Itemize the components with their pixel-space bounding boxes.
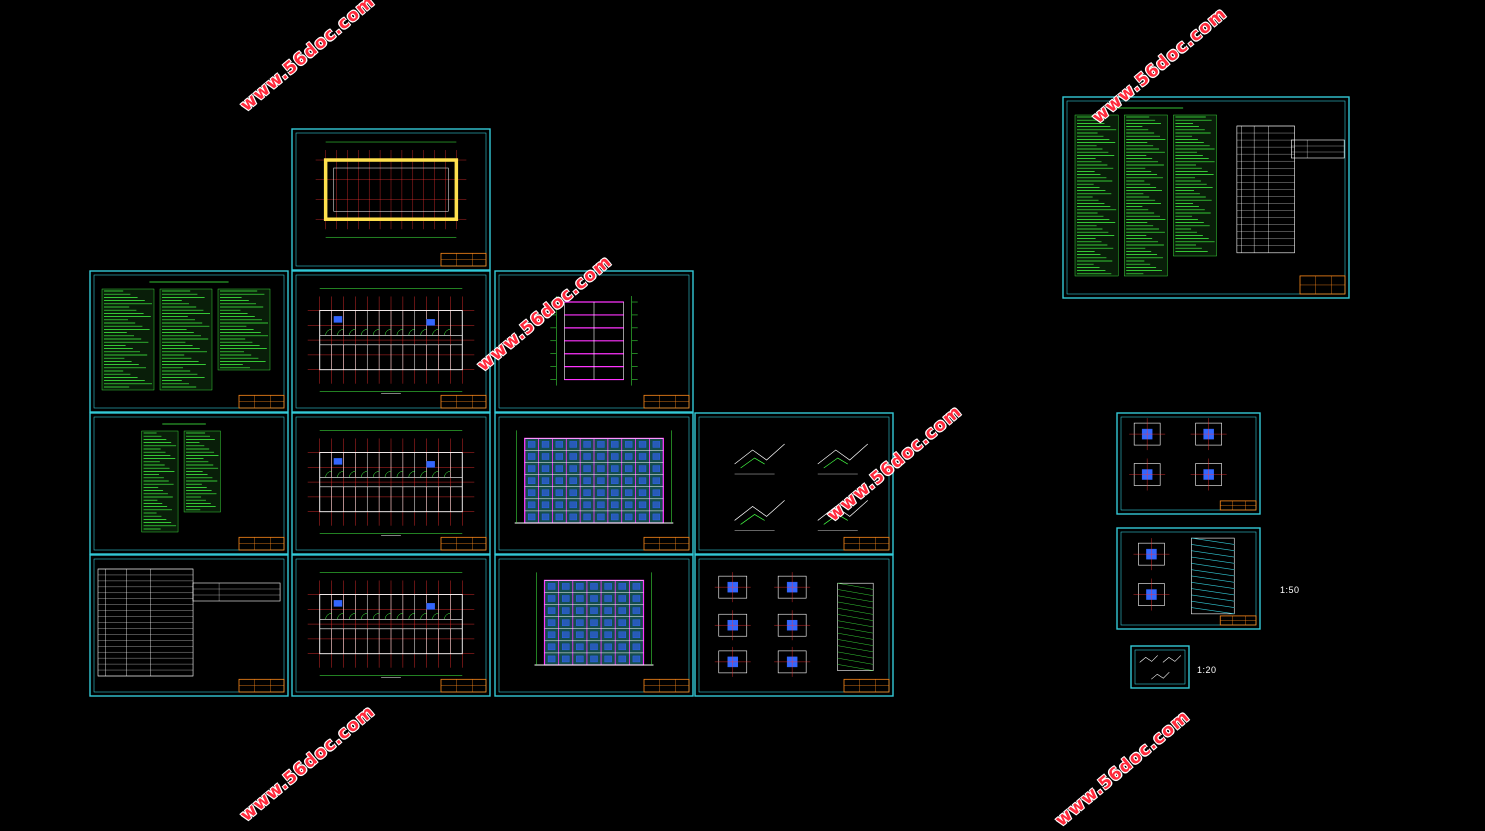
sheet-schedule[interactable]	[89, 554, 289, 697]
sheet-notes-2[interactable]	[89, 412, 289, 555]
sheet-site-plan[interactable]	[291, 128, 491, 271]
sheet-elevation-1[interactable]	[494, 412, 694, 555]
sheet-stair-plans-1[interactable]	[1116, 412, 1261, 515]
scale-label-1-50: 1:50	[1280, 585, 1300, 595]
sheet-stair-plans-2[interactable]	[1116, 527, 1261, 630]
sheet-floor-plan-1[interactable]	[291, 270, 491, 413]
sheet-section-1[interactable]	[494, 270, 694, 413]
sheet-elevation-2[interactable]	[494, 554, 694, 697]
sheet-floor-plan-3[interactable]	[291, 554, 491, 697]
sheet-general-notes[interactable]	[1062, 96, 1350, 299]
sheet-stair-details[interactable]	[694, 554, 894, 697]
sheet-notes-1[interactable]	[89, 270, 289, 413]
sheet-details-1[interactable]	[694, 412, 894, 555]
scale-label-1-20: 1:20	[1197, 665, 1217, 675]
sheet-small-detail[interactable]	[1130, 645, 1190, 689]
sheet-floor-plan-2[interactable]	[291, 412, 491, 555]
